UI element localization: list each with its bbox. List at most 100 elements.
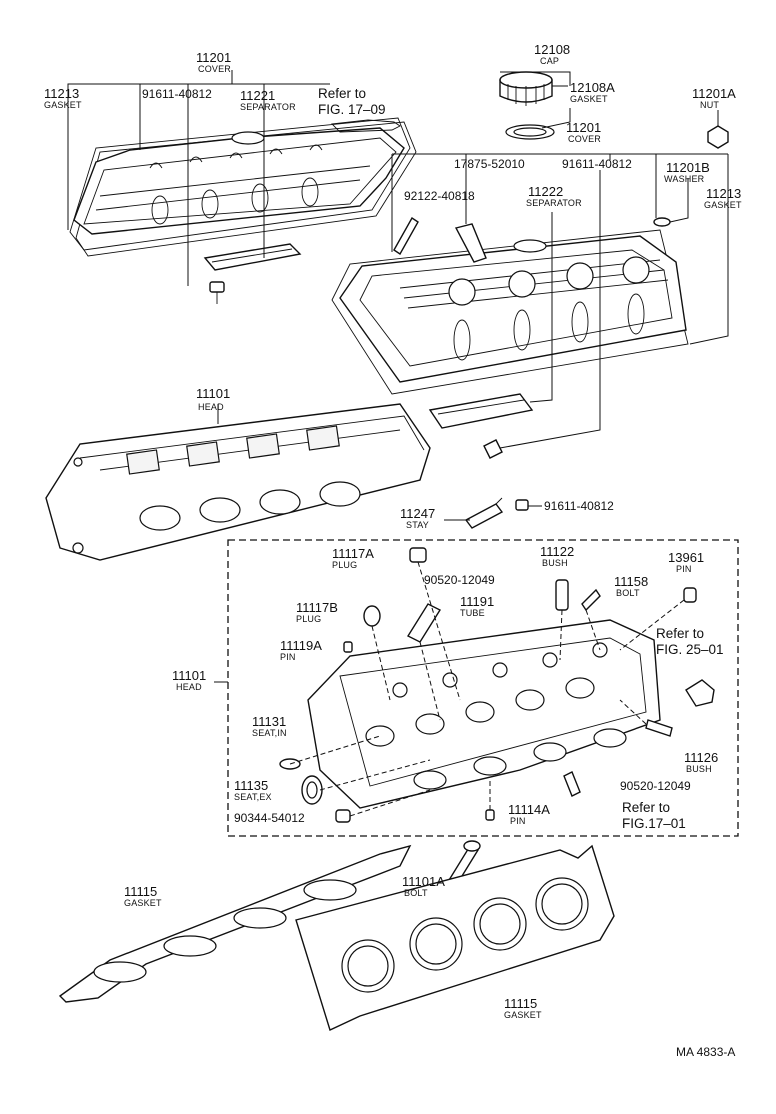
svg-text:11131: 11131 — [252, 714, 286, 729]
svg-text:11135: 11135 — [234, 778, 268, 793]
svg-text:PLUG: PLUG — [296, 614, 321, 624]
svg-text:PIN: PIN — [676, 564, 692, 574]
svg-text:GASKET: GASKET — [44, 100, 82, 110]
label-11117b: 11117B PLUG — [296, 600, 338, 624]
svg-text:CAP: CAP — [540, 56, 559, 66]
label-17875: 17875-52010 — [454, 157, 525, 171]
bush-11126-drawing — [645, 719, 673, 737]
label-11119a: 11119A PIN — [280, 638, 322, 662]
label-11201-right: 11201 COVER — [566, 120, 601, 144]
label-11201-top: 11201 COVER — [196, 50, 231, 74]
svg-text:11201A: 11201A — [692, 86, 736, 101]
left-separator-drawing — [203, 243, 302, 271]
svg-text:11126: 11126 — [684, 750, 718, 765]
label-11247: 11247 STAY — [400, 506, 435, 530]
pin-11114a-drawing — [485, 809, 495, 821]
label-11122: 11122 BUSH — [540, 544, 574, 568]
label-11191: 11191 TUBE — [460, 594, 494, 618]
label-11114a: 11114A PIN — [508, 802, 550, 826]
svg-text:11115: 11115 — [504, 996, 537, 1011]
pin-13961-drawing — [683, 587, 697, 603]
svg-text:FIG. 17–09: FIG. 17–09 — [318, 102, 386, 117]
ref-gasket-drawing — [331, 119, 401, 133]
svg-text:BOLT: BOLT — [404, 888, 428, 898]
assembly-dashed-box — [227, 539, 739, 837]
label-91611-mid: 91611-40812 — [544, 499, 614, 513]
svg-text:11117A: 11117A — [332, 546, 374, 561]
svg-text:11221: 11221 — [240, 88, 275, 103]
stay-drawing — [464, 497, 504, 529]
label-11222: 11222 SEPARATOR — [526, 184, 582, 208]
svg-text:WASHER: WASHER — [664, 174, 705, 184]
svg-text:91611-40812: 91611-40812 — [562, 157, 632, 171]
label-11201a: 11201A NUT — [692, 86, 736, 110]
bolt-11158-drawing — [581, 588, 601, 612]
label-11117a: 11117A PLUG — [332, 546, 374, 570]
svg-text:12108A: 12108A — [570, 80, 615, 95]
svg-text:GASKET: GASKET — [570, 94, 608, 104]
assembly-dotted-lines — [289, 561, 685, 817]
svg-text:HEAD: HEAD — [198, 402, 224, 412]
svg-text:SEPARATOR: SEPARATOR — [526, 198, 582, 208]
label-11158: 11158 BOLT — [614, 574, 648, 598]
stay-bolt-drawing — [515, 499, 529, 511]
label-92122: 92122-40818 — [404, 189, 475, 203]
label-11101-head-top: 11101 HEAD — [196, 386, 230, 412]
svg-text:PIN: PIN — [280, 652, 296, 662]
lower-cylinder-head-drawing — [307, 619, 661, 809]
svg-text:Refer to: Refer to — [622, 800, 670, 815]
oil-filler-cap-drawing — [499, 71, 555, 140]
svg-text:12108: 12108 — [534, 42, 570, 57]
svg-text:Refer to: Refer to — [656, 626, 704, 641]
svg-text:COVER: COVER — [198, 64, 231, 74]
svg-text:11117B: 11117B — [296, 600, 338, 615]
label-90344: 90344-54012 — [234, 811, 305, 825]
svg-text:11101: 11101 — [196, 386, 230, 401]
figure-code: MA 4833-A — [676, 1045, 735, 1059]
svg-text:91611-40812: 91611-40812 — [544, 499, 614, 513]
svg-text:SEAT,IN: SEAT,IN — [252, 728, 287, 738]
right-bolt-drawing — [483, 439, 503, 459]
label-90520-bottom: 90520-12049 — [620, 779, 691, 793]
svg-text:STAY: STAY — [406, 520, 429, 530]
svg-text:PIN: PIN — [510, 816, 526, 826]
svg-text:SEAT,EX: SEAT,EX — [234, 792, 272, 802]
svg-text:11119A: 11119A — [280, 638, 322, 653]
svg-text:11213: 11213 — [44, 86, 79, 101]
svg-text:11101: 11101 — [172, 668, 206, 683]
svg-text:11213: 11213 — [706, 186, 741, 201]
svg-text:92122-40818: 92122-40818 — [404, 189, 475, 203]
ref-fig-17-09: Refer to FIG. 17–09 — [318, 86, 386, 117]
label-11101-head-mid: 11101 HEAD — [172, 668, 206, 692]
svg-text:11201B: 11201B — [666, 160, 710, 175]
label-11213-right: 11213 GASKET — [704, 186, 742, 210]
label-11131: 11131 SEAT,IN — [252, 714, 287, 738]
ref-fig-17-01: Refer to FIG.17–01 — [622, 800, 686, 831]
upper-cylinder-head-drawing — [45, 403, 431, 561]
svg-text:Refer to: Refer to — [318, 86, 366, 101]
label-11213-left: 11213 GASKET — [44, 86, 82, 110]
washer-drawing — [653, 217, 671, 227]
svg-text:BOLT: BOLT — [616, 588, 640, 598]
svg-text:GASKET: GASKET — [704, 200, 742, 210]
label-12108: 12108 CAP — [534, 42, 570, 66]
svg-text:11158: 11158 — [614, 574, 648, 589]
svg-text:COVER: COVER — [568, 134, 601, 144]
label-90520-top: 90520-12049 — [424, 573, 495, 587]
right-head-gasket-drawing — [295, 844, 615, 1031]
svg-text:GASKET: GASKET — [504, 1010, 542, 1020]
svg-text:11101A: 11101A — [402, 874, 445, 889]
stud-drawing — [393, 216, 419, 256]
label-91611-right: 91611-40812 — [562, 157, 632, 171]
pin-11119a-drawing — [343, 641, 353, 653]
dowel-ref-17-01-drawing — [563, 771, 581, 797]
right-separator-drawing — [428, 393, 534, 429]
ref-25-01-fitting-drawing — [685, 679, 715, 707]
label-11115-left: 11115 GASKET — [124, 884, 162, 908]
svg-text:SEPARATOR: SEPARATOR — [240, 102, 296, 112]
label-91611-left: 91611-40812 — [142, 87, 212, 101]
left-valve-cover-drawing — [69, 117, 417, 257]
svg-text:PLUG: PLUG — [332, 560, 357, 570]
svg-text:90520-12049: 90520-12049 — [620, 779, 691, 793]
label-11135: 11135 SEAT,EX — [234, 778, 272, 802]
